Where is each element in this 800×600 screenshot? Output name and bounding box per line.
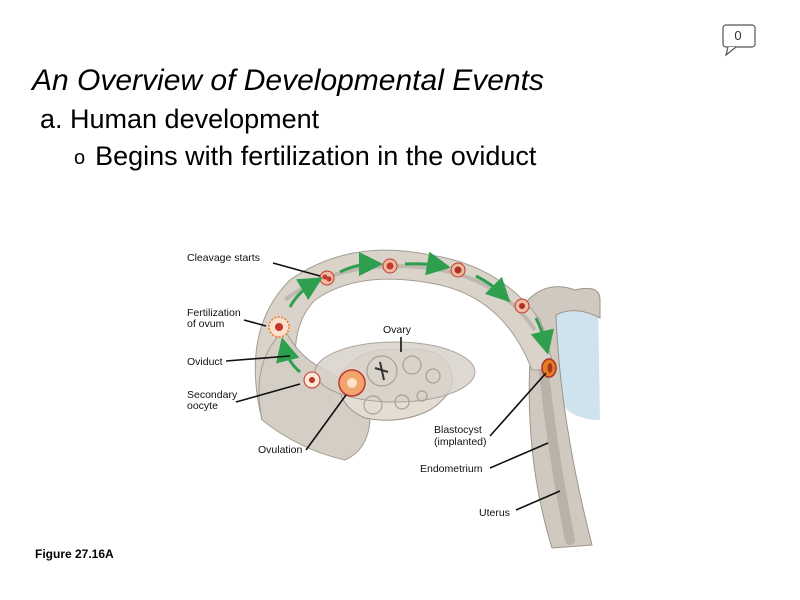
cleavage-cell (319, 270, 335, 286)
label-uterus: Uterus (479, 507, 510, 519)
bullet-item: o Begins with fertilization in the oviduc… (74, 141, 536, 172)
oviduct-tube (254, 249, 556, 421)
label-endometrium: Endometrium (420, 463, 483, 475)
bullet-text: Begins with fertilization in the oviduct (95, 141, 537, 171)
label-cleavage-starts: Cleavage starts (187, 252, 260, 264)
leader-lines (225, 262, 561, 511)
morula-cell-2 (450, 262, 466, 278)
slide-number-badge: 0 (722, 24, 756, 57)
blastocyst-cell-1 (514, 298, 530, 314)
label-oviduct: Oviduct (187, 356, 223, 368)
secondary-oocyte-cell (303, 371, 321, 389)
label-secondary-line1: Secondary (187, 389, 238, 401)
figure-caption: Figure 27.16A (35, 547, 114, 561)
slide-subheading: a. Human development (40, 104, 320, 134)
morula-cell-1 (382, 258, 398, 274)
label-ovary: Ovary (383, 324, 412, 336)
implanted-blastocyst (541, 358, 557, 378)
speech-bubble-icon (722, 24, 756, 57)
label-fertilization-line2: of ovum (187, 318, 225, 330)
fertilized-ovum-cell (268, 316, 290, 338)
ovary-body (314, 341, 476, 403)
bullet-marker: o (74, 147, 86, 169)
label-blastocyst-line2: (implanted) (434, 436, 487, 448)
slide-number: 0 (734, 28, 742, 43)
path-arrows (276, 251, 555, 374)
label-ovulation: Ovulation (258, 444, 303, 456)
slide-title: An Overview of Developmental Events (32, 64, 544, 97)
label-blastocyst-line1: Blastocyst (434, 424, 482, 436)
label-fertilization-line1: Fertilization (187, 307, 241, 319)
label-secondary-line2: oocyte (187, 400, 218, 412)
